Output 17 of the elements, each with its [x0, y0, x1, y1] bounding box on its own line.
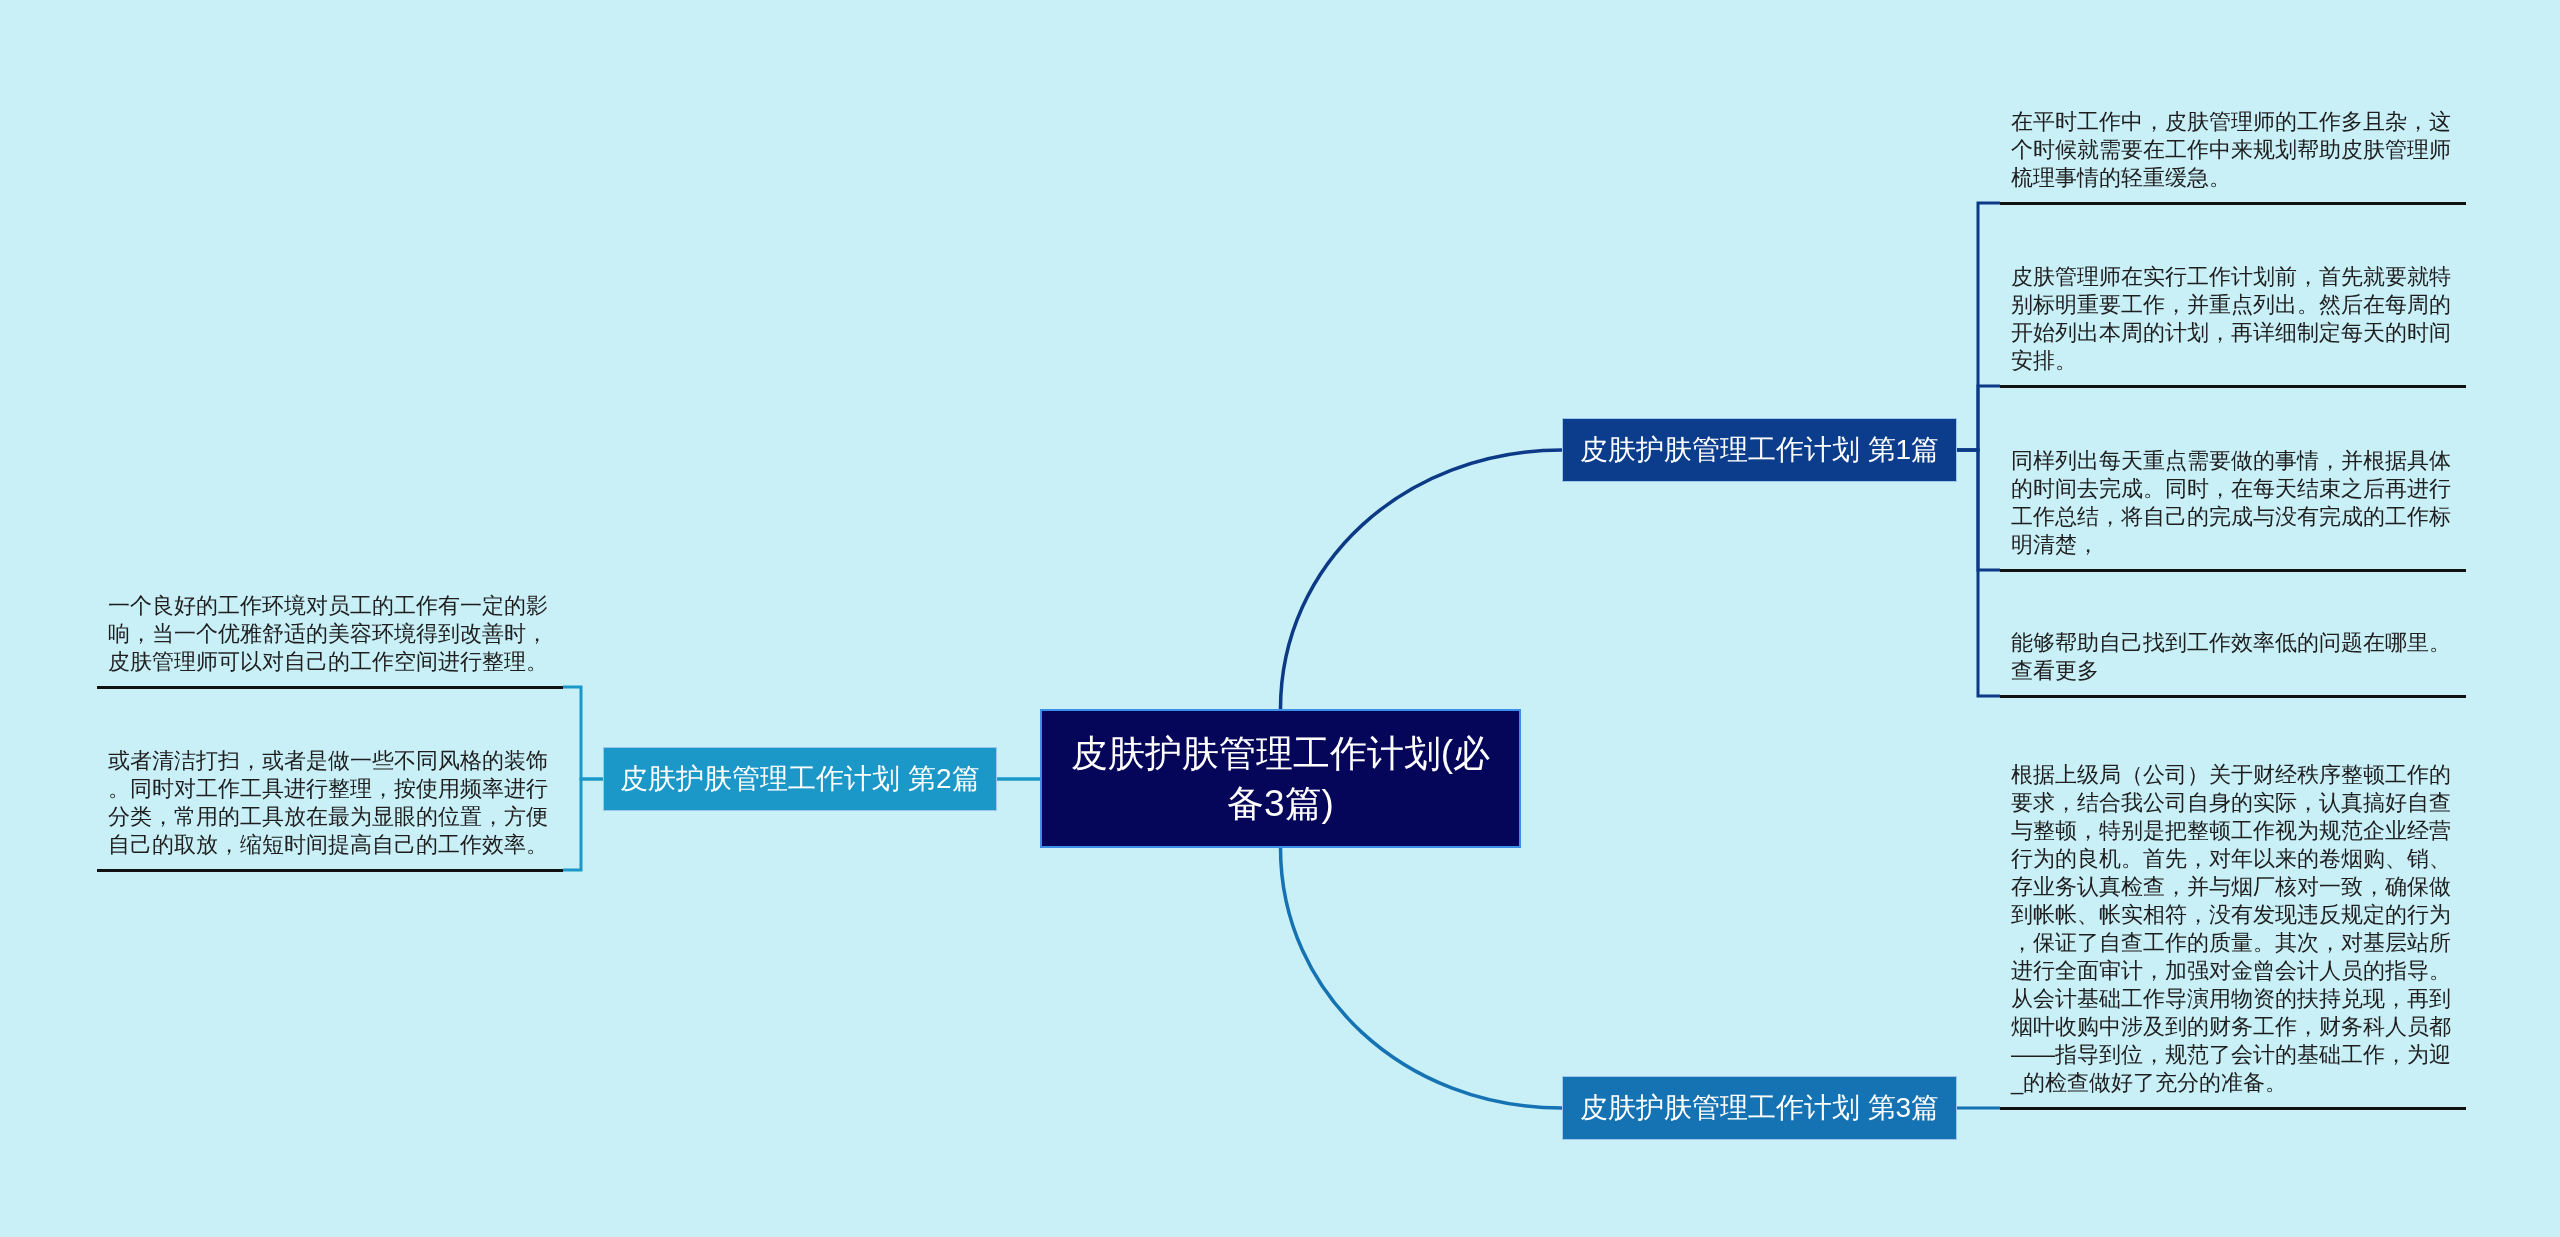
connector-line [1278, 448, 1563, 710]
subtopic-text: 或者清洁打扫，或者是做一些不同风格的装饰。同时对工作工具进行整理，按使用频率进行分类，常用的工具放在最为显眼的位置，方便自己的取放，缩短时间提高自己的工作效率。 [97, 738, 563, 872]
subtopic-text: 一个良好的工作环境对员工的工作有一定的影响，当一个优雅舒适的美容环境得到改善时，皮肤管理师可以对自己的工作空间进行整理。 [97, 583, 563, 689]
branch-topic-box: 皮肤护肤管理工作计划 第2篇 [603, 747, 997, 811]
connector-line [1278, 847, 1563, 1110]
branch-topic-box: 皮肤护肤管理工作计划 第1篇 [1562, 418, 1957, 482]
connector-line [997, 777, 1040, 781]
branch-topic-box: 皮肤护肤管理工作计划 第3篇 [1562, 1076, 1957, 1140]
connector-line [1957, 448, 2000, 698]
central-topic-box: 皮肤护肤管理工作计划(必备3篇) [1040, 709, 1521, 848]
connector-line [1957, 1106, 2000, 1110]
subtopic-text: 同样列出每天重点需要做的事情，并根据具体的时间去完成。同时，在每天结束之后再进行工作总结，将自己的完成与没有完成的工作标明清楚， [2000, 438, 2466, 572]
connector-line [563, 777, 603, 872]
subtopic-text: 在平时工作中，皮肤管理师的工作多且杂，这个时候就需要在工作中来规划帮助皮肤管理师梳理事情的轻重缓急。 [2000, 99, 2466, 205]
subtopic-text: 皮肤管理师在实行工作计划前，首先就要就特别标明重要工作，并重点列出。然后在每周的开始列出本周的计划，再详细制定每天的时间安排。 [2000, 254, 2466, 388]
subtopic-text: 根据上级局（公司）关于财经秩序整顿工作的要求，结合我公司自身的实际，认真搞好自查与整顿，特别是把整顿工作视为规范企业经营行为的良机。首先，对年以来的卷烟购、销、存业务认真检查，并与烟厂核对一致，确保做到帐帐、帐实相符，没有发现违反规定的行为，保证了自查工作的质量。其次，对基层站所进行全面审计，加强对金曾会计人员的指导。从会计基础工作导演用物资的扶持兑现，再到烟叶收购中涉及到的财务工作，财务科人员都——指导到位，规范了会计的基础工作，为迎_的检查做好了充分的准备。 [2000, 752, 2466, 1110]
subtopic-text: 能够帮助自己找到工作效率低的问题在哪里。查看更多 [2000, 620, 2466, 698]
